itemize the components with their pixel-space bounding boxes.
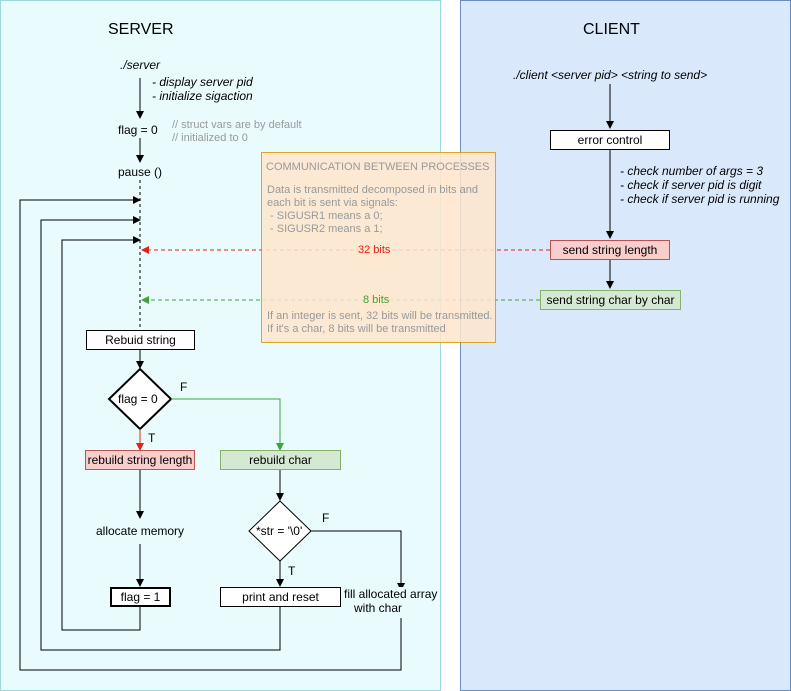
send-length-box: send string length <box>550 240 670 260</box>
error-control-box: error control <box>550 130 670 150</box>
client-start: ./client <server pid> <string to send> <box>513 68 708 82</box>
rebuild-char-box: rebuild char <box>220 450 341 470</box>
allocate-memory: allocate memory <box>96 524 185 538</box>
client-title: CLIENT <box>583 21 640 38</box>
server-title: SERVER <box>108 21 174 38</box>
flag-comment: // initialized to 0 <box>172 132 248 144</box>
decision-flag-true: T <box>148 431 156 445</box>
decision-str-label: *str = '\0' <box>256 524 303 538</box>
note-line: - SIGUSR2 means a 1; <box>267 223 383 235</box>
send-chars-box: send string char by char <box>540 290 681 310</box>
note-line: - SIGUSR1 means a 0; <box>267 210 383 222</box>
note-line: each bit is sent via signals: <box>267 197 398 209</box>
print-reset-box: print and reset <box>220 587 341 607</box>
signal-32-bits-label: 32 bits <box>358 243 391 257</box>
server-start-note: - initialize sigaction <box>152 89 253 103</box>
server-start: ./server <box>120 58 161 72</box>
flag-comment: // struct vars are by default <box>172 119 302 131</box>
note-footer-line: If it's a char, 8 bits will be transmitt… <box>267 323 446 335</box>
client-check: - check if server pid is running <box>620 192 780 206</box>
client-check: - check if server pid is digit <box>620 178 762 192</box>
decision-flag-false: F <box>180 380 188 394</box>
server-start-note: - display server pid <box>152 75 253 89</box>
rebuild-length-box: rebuild string length <box>85 450 195 470</box>
note-line: Data is transmitted decomposed in bits a… <box>267 184 478 196</box>
decision-str-true: T <box>288 564 296 578</box>
note-title: COMMUNICATION BETWEEN PROCESSES <box>266 161 490 173</box>
client-lane <box>460 0 791 691</box>
flag-set-box: flag = 1 <box>110 587 171 607</box>
signal-8-bits-label: 8 bits <box>363 293 390 307</box>
fill-array-line: with char <box>354 601 403 615</box>
decision-flag-label: flag = 0 <box>118 392 158 406</box>
pause-label: pause () <box>118 165 163 179</box>
rebuild-string-box: Rebuid string <box>86 330 195 350</box>
flag-init: flag = 0 <box>118 123 158 137</box>
fill-array-line: fill allocated array <box>344 587 438 601</box>
note-footer-line: If an integer is sent, 32 bits will be t… <box>267 310 493 322</box>
client-check: - check number of args = 3 <box>620 164 764 178</box>
decision-str-false: F <box>322 511 330 525</box>
